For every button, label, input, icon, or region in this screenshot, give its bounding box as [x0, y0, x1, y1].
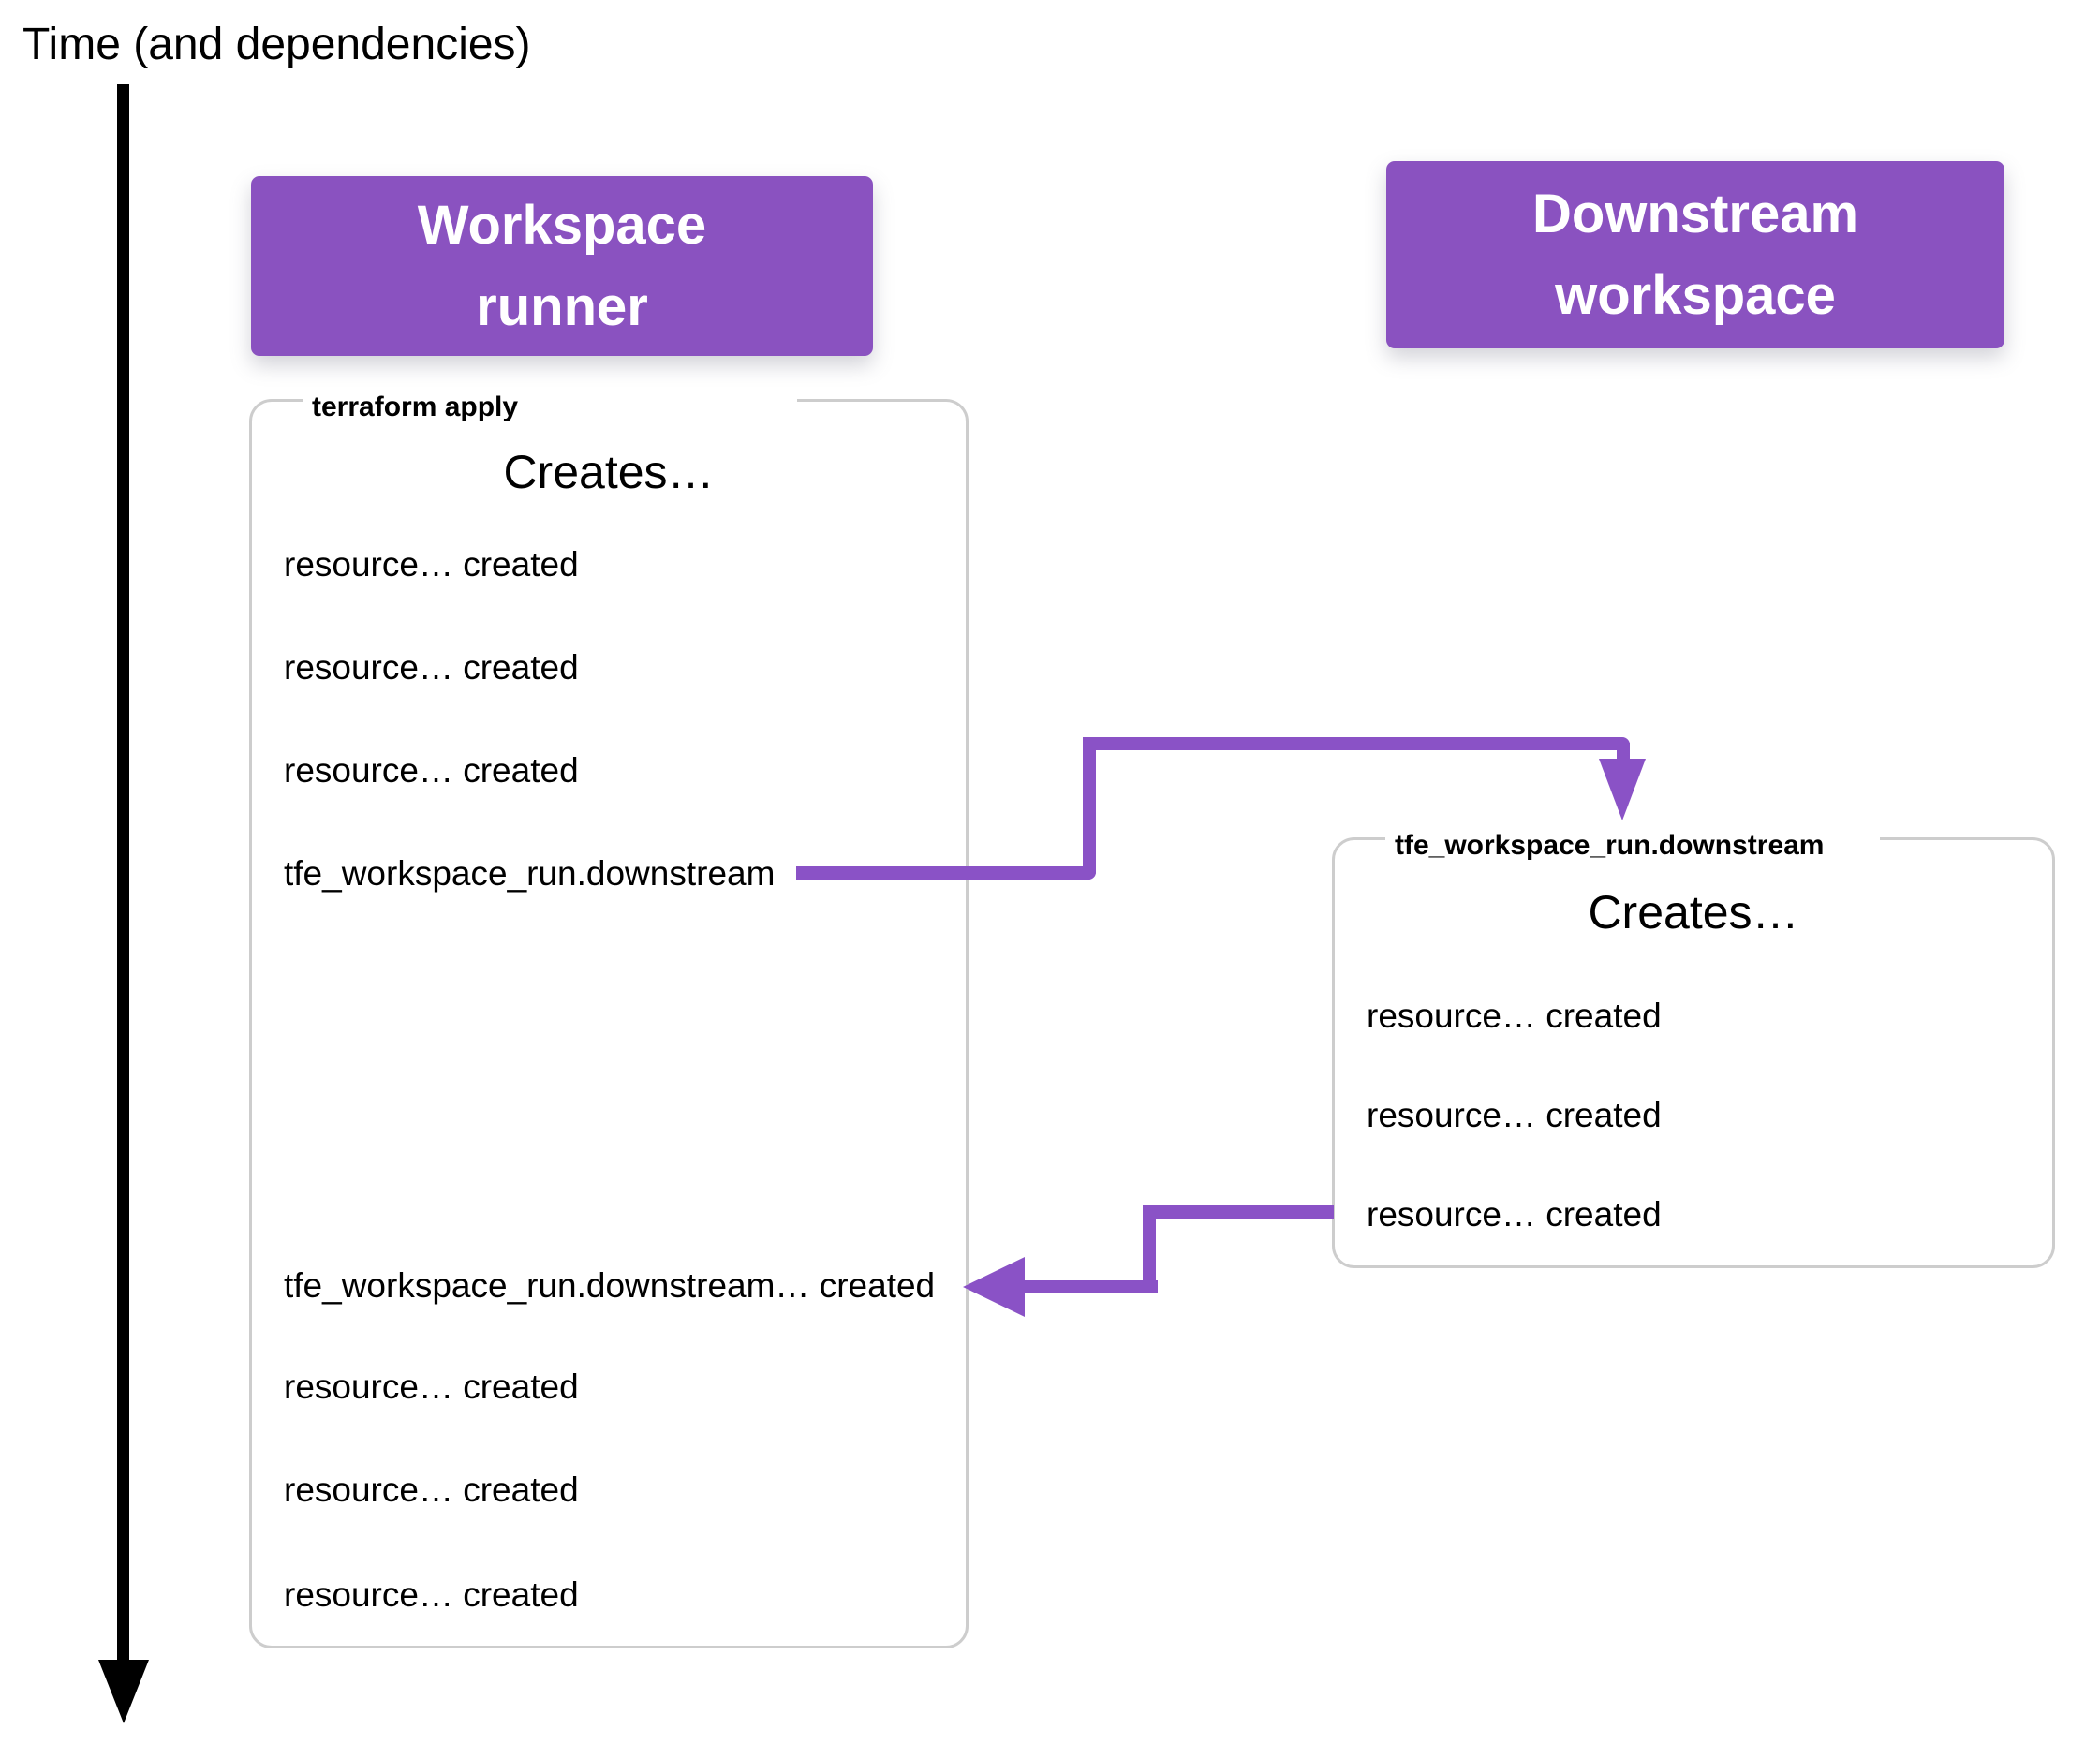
downstream-run-panel-legend: tfe_workspace_run.downstream	[1385, 829, 1880, 863]
workspace-runner-header-line1: Workspace	[417, 195, 707, 256]
downstream-run-panel: tfe_workspace_run.downstream Creates… re…	[1332, 829, 2055, 1268]
connector-segment	[1021, 1280, 1158, 1293]
log-row-workspace-run-created: tfe_workspace_run.downstream… created	[284, 1266, 936, 1305]
connector-segment	[1617, 743, 1630, 763]
log-row: resource… created	[284, 1471, 579, 1509]
workspace-runner-header-line2: runner	[476, 276, 648, 337]
downstream-workspace-header-line2: workspace	[1555, 265, 1836, 326]
downstream-workspace-header-line1: Downstream	[1531, 184, 1859, 244]
log-row: resource… created	[284, 1367, 579, 1406]
creates-heading: Creates…	[503, 446, 715, 498]
connector-segment	[796, 866, 1096, 880]
log-row: resource… created	[1367, 997, 1662, 1035]
connector-segment	[1083, 737, 1096, 880]
log-row: resource… created	[1367, 1096, 1662, 1134]
connector-segment	[1083, 737, 1630, 750]
log-row: resource… created	[284, 1575, 579, 1614]
terraform-apply-panel-legend: terraform apply	[303, 391, 797, 424]
terraform-apply-panel: terraform apply Creates… resource… creat…	[249, 391, 969, 1648]
log-row: resource… created	[284, 751, 579, 790]
log-row: resource… created	[1367, 1195, 1662, 1234]
time-axis-arrowhead-icon	[98, 1660, 149, 1723]
downstream-workspace-header: Downstream workspace	[1386, 161, 2004, 348]
time-axis-line	[117, 84, 129, 1663]
log-row: resource… created	[284, 648, 579, 687]
creates-heading: Creates…	[1588, 886, 1799, 939]
arrowhead-down-icon	[1599, 759, 1646, 820]
connector-segment	[1143, 1205, 1334, 1219]
connector-segment	[1143, 1205, 1156, 1293]
log-row: resource… created	[284, 545, 579, 584]
diagram-title: Time (and dependencies)	[22, 20, 531, 69]
workspace-runner-header: Workspace runner	[251, 176, 873, 356]
arrowhead-left-icon	[963, 1257, 1025, 1317]
log-row-workspace-run: tfe_workspace_run.downstream	[284, 854, 776, 893]
